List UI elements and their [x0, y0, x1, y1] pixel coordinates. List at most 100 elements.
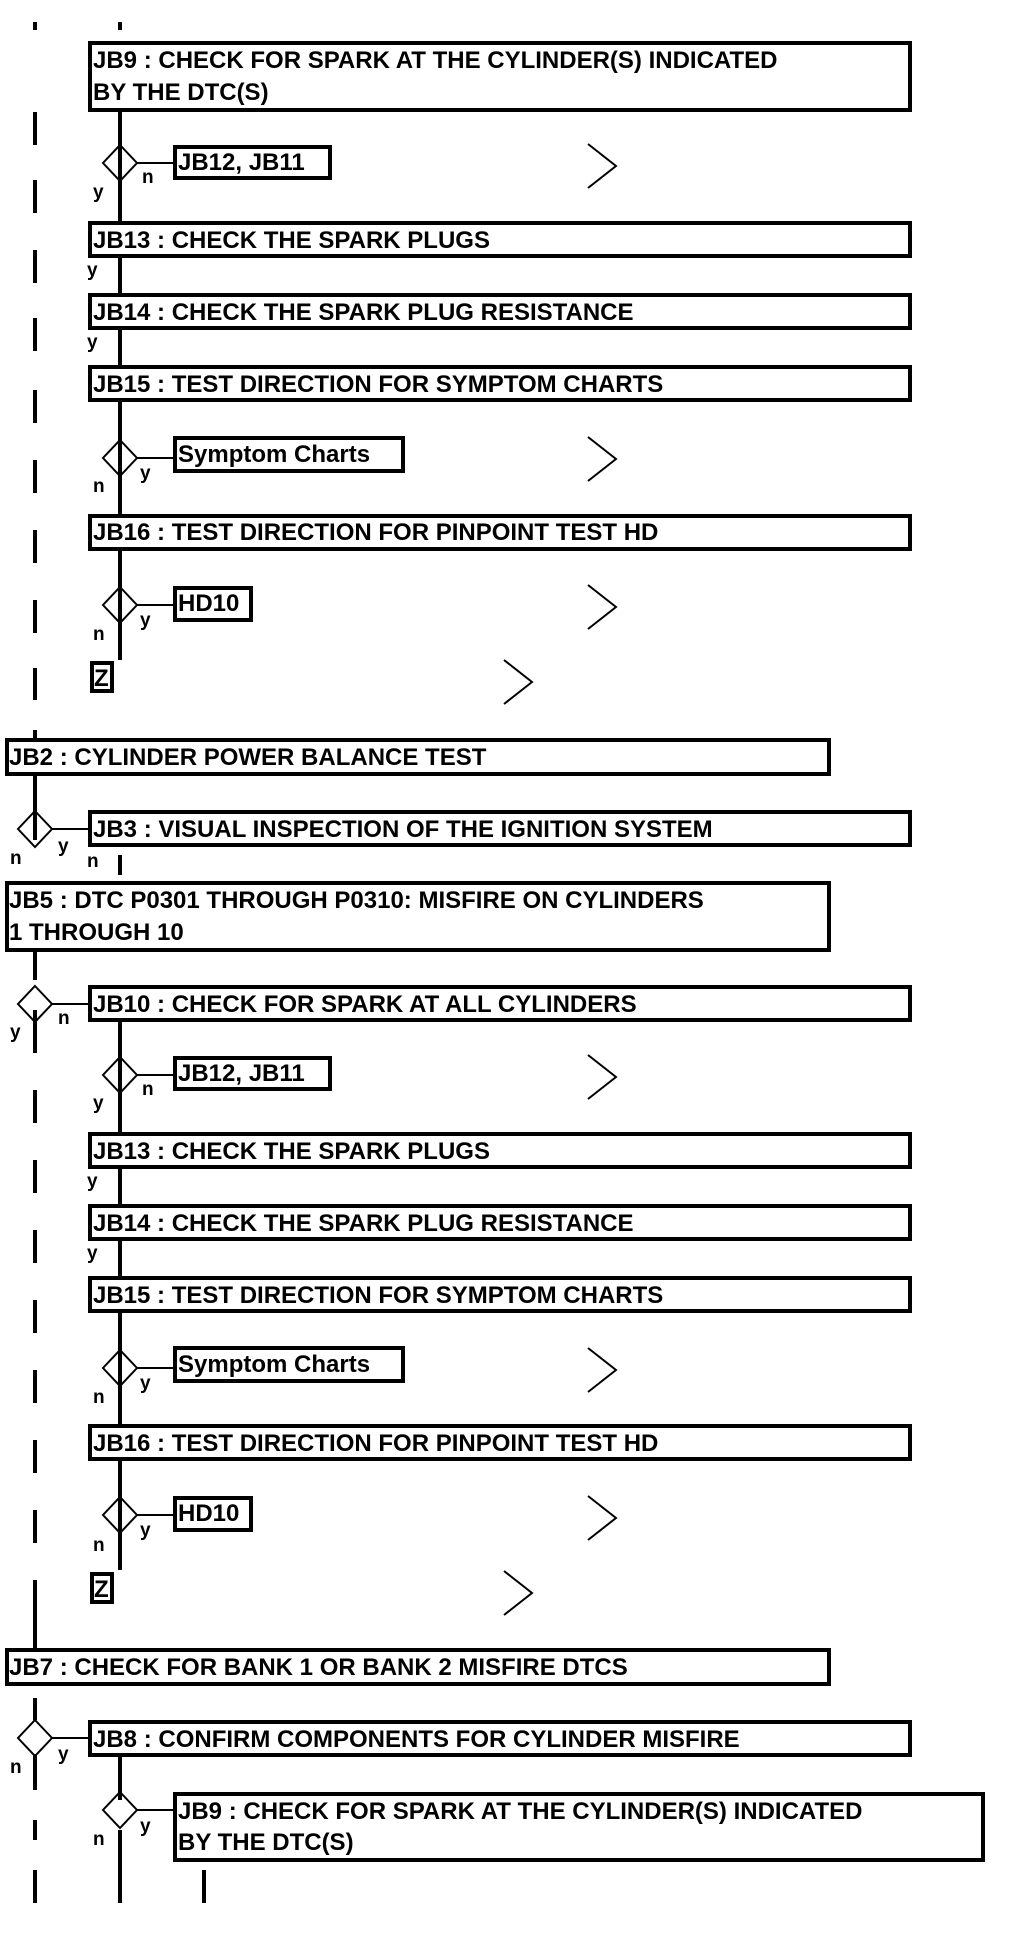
branch-yes: y [140, 610, 151, 631]
step-jb5[interactable]: JB5 : DTC P0301 THROUGH P0310: MISFIRE O… [5, 881, 831, 952]
ref-z-1[interactable]: Z [90, 661, 114, 693]
decision-diamond [16, 809, 54, 849]
branch-yes: y [87, 332, 98, 353]
branch-yes: y [10, 1022, 21, 1043]
decision-diamond [101, 438, 139, 478]
decision-diamond [101, 1790, 139, 1830]
chevron-right-icon[interactable] [503, 1570, 534, 1616]
decision-diamond [16, 1718, 54, 1758]
step-jb9-top-line1: JB9 : CHECK FOR SPARK AT THE CYLINDER(S)… [93, 47, 777, 74]
chevron-right-icon[interactable] [587, 1054, 618, 1100]
step-jb14-label: JB14 : CHECK THE SPARK PLUG RESISTANCE [93, 299, 634, 326]
step-jb14-1[interactable]: JB14 : CHECK THE SPARK PLUG RESISTANCE [88, 293, 912, 330]
branch-yes: y [140, 1816, 151, 1837]
ref-symptom-charts-label: Symptom Charts [178, 441, 370, 468]
step-jb15-2[interactable]: JB15 : TEST DIRECTION FOR SYMPTOM CHARTS [88, 1276, 912, 1313]
branch-no: n [93, 624, 105, 645]
branch-yes: y [58, 1744, 69, 1765]
step-jb10[interactable]: JB10 : CHECK FOR SPARK AT ALL CYLINDERS [88, 985, 912, 1022]
decision-jb3[interactable]: n y [10, 809, 90, 869]
chevron-right-icon[interactable] [503, 659, 534, 705]
step-jb2-label: JB2 : CYLINDER POWER BALANCE TEST [9, 744, 487, 771]
step-jb16-1[interactable]: JB16 : TEST DIRECTION FOR PINPOINT TEST … [88, 514, 912, 551]
decision-hd10-1[interactable]: n y [93, 585, 175, 645]
decision-diamond [101, 1055, 139, 1095]
ref-z-label: Z [94, 665, 109, 692]
chevron-right-icon[interactable] [587, 1495, 618, 1541]
step-jb16-label: JB16 : TEST DIRECTION FOR PINPOINT TEST … [93, 519, 658, 546]
branch-no: n [93, 1387, 105, 1408]
step-jb9-bottom-line2: BY THE DTC(S) [178, 1829, 354, 1856]
step-jb8-label: JB8 : CONFIRM COMPONENTS FOR CYLINDER MI… [93, 1726, 740, 1753]
ref-z-2[interactable]: Z [90, 1572, 114, 1604]
decision-diamond [101, 1348, 139, 1388]
step-jb9-bottom[interactable]: JB9 : CHECK FOR SPARK AT THE CYLINDER(S)… [173, 1792, 985, 1862]
step-jb10-label: JB10 : CHECK FOR SPARK AT ALL CYLINDERS [93, 991, 637, 1018]
chevron-right-icon[interactable] [587, 143, 618, 189]
step-jb15-label: JB15 : TEST DIRECTION FOR SYMPTOM CHARTS [93, 371, 663, 398]
ref-jb12-jb11-2[interactable]: JB12, JB11 [173, 1056, 332, 1091]
decision-jb8[interactable]: n y [10, 1718, 90, 1778]
branch-yes: y [58, 836, 69, 857]
branch-yes: y [140, 463, 151, 484]
decision-jb9-bottom[interactable]: n y [93, 1790, 175, 1850]
branch-no: n [93, 476, 105, 497]
ref-jb12-jb11-1[interactable]: JB12, JB11 [173, 145, 332, 180]
step-jb14-label: JB14 : CHECK THE SPARK PLUG RESISTANCE [93, 1210, 634, 1237]
step-jb13-2[interactable]: JB13 : CHECK THE SPARK PLUGS [88, 1132, 912, 1169]
decision-diamond [101, 143, 139, 183]
ref-jb12-jb11-label: JB12, JB11 [178, 1060, 305, 1087]
branch-yes: y [140, 1520, 151, 1541]
branch-no: n [142, 1079, 154, 1100]
step-jb8[interactable]: JB8 : CONFIRM COMPONENTS FOR CYLINDER MI… [88, 1720, 912, 1757]
decision-jb10[interactable]: y n [10, 984, 90, 1043]
step-jb9-top[interactable]: JB9 : CHECK FOR SPARK AT THE CYLINDER(S)… [88, 41, 912, 112]
ref-symptom-charts-label: Symptom Charts [178, 1351, 370, 1378]
decision-diamond [16, 984, 54, 1024]
step-jb5-line2: 1 THROUGH 10 [9, 919, 184, 946]
decision-hd10-2[interactable]: n y [93, 1495, 175, 1556]
step-jb5-line1: JB5 : DTC P0301 THROUGH P0310: MISFIRE O… [9, 887, 704, 914]
step-jb15-1[interactable]: JB15 : TEST DIRECTION FOR SYMPTOM CHARTS [88, 365, 912, 402]
step-jb13-1[interactable]: JB13 : CHECK THE SPARK PLUGS [88, 221, 912, 258]
decision-symptom-charts-1[interactable]: n y [93, 438, 175, 497]
branch-no: n [93, 1535, 105, 1556]
ref-jb12-jb11-label: JB12, JB11 [178, 149, 305, 176]
step-jb3-label: JB3 : VISUAL INSPECTION OF THE IGNITION … [93, 816, 713, 843]
branch-no: n [10, 1757, 22, 1778]
branch-yes: y [87, 260, 98, 281]
chevron-right-icon[interactable] [587, 436, 618, 482]
chevron-right-icon[interactable] [587, 1347, 618, 1393]
step-jb2[interactable]: JB2 : CYLINDER POWER BALANCE TEST [5, 738, 831, 776]
ref-z-label: Z [94, 1576, 109, 1603]
branch-yes: y [87, 1243, 98, 1264]
dashed-rail-dots [33, 22, 122, 30]
step-jb7-label: JB7 : CHECK FOR BANK 1 OR BANK 2 MISFIRE… [9, 1654, 628, 1681]
ref-symptom-charts-1[interactable]: Symptom Charts [173, 436, 405, 473]
step-jb15-label: JB15 : TEST DIRECTION FOR SYMPTOM CHARTS [93, 1282, 663, 1309]
step-jb16-2[interactable]: JB16 : TEST DIRECTION FOR PINPOINT TEST … [88, 1424, 912, 1461]
branch-yes: y [140, 1373, 151, 1394]
decision-symptom-charts-2[interactable]: n y [93, 1348, 175, 1408]
step-jb14-2[interactable]: JB14 : CHECK THE SPARK PLUG RESISTANCE [88, 1204, 912, 1241]
ref-symptom-charts-2[interactable]: Symptom Charts [173, 1346, 405, 1383]
chevron-right-icon[interactable] [587, 584, 618, 630]
ref-hd10-1[interactable]: HD10 [173, 586, 253, 622]
decision-jb12-jb11-2[interactable]: y n [93, 1055, 175, 1114]
step-jb3[interactable]: JB3 : VISUAL INSPECTION OF THE IGNITION … [88, 810, 912, 847]
step-jb9-top-line2: BY THE DTC(S) [93, 79, 269, 106]
ref-hd10-2[interactable]: HD10 [173, 1496, 253, 1532]
ref-hd10-label: HD10 [178, 590, 239, 617]
step-jb16-label: JB16 : TEST DIRECTION FOR PINPOINT TEST … [93, 1430, 658, 1457]
decision-jb12-jb11-1[interactable]: y n [93, 143, 175, 203]
step-jb9-bottom-line1: JB9 : CHECK FOR SPARK AT THE CYLINDER(S)… [178, 1798, 862, 1825]
branch-yes: y [93, 182, 104, 203]
branch-no: n [87, 851, 99, 872]
branch-no: n [10, 848, 22, 869]
step-jb7[interactable]: JB7 : CHECK FOR BANK 1 OR BANK 2 MISFIRE… [5, 1648, 831, 1686]
ref-hd10-label: HD10 [178, 1500, 239, 1527]
step-jb13-label: JB13 : CHECK THE SPARK PLUGS [93, 227, 490, 254]
branch-no: n [93, 1829, 105, 1850]
branch-no: n [58, 1008, 70, 1029]
